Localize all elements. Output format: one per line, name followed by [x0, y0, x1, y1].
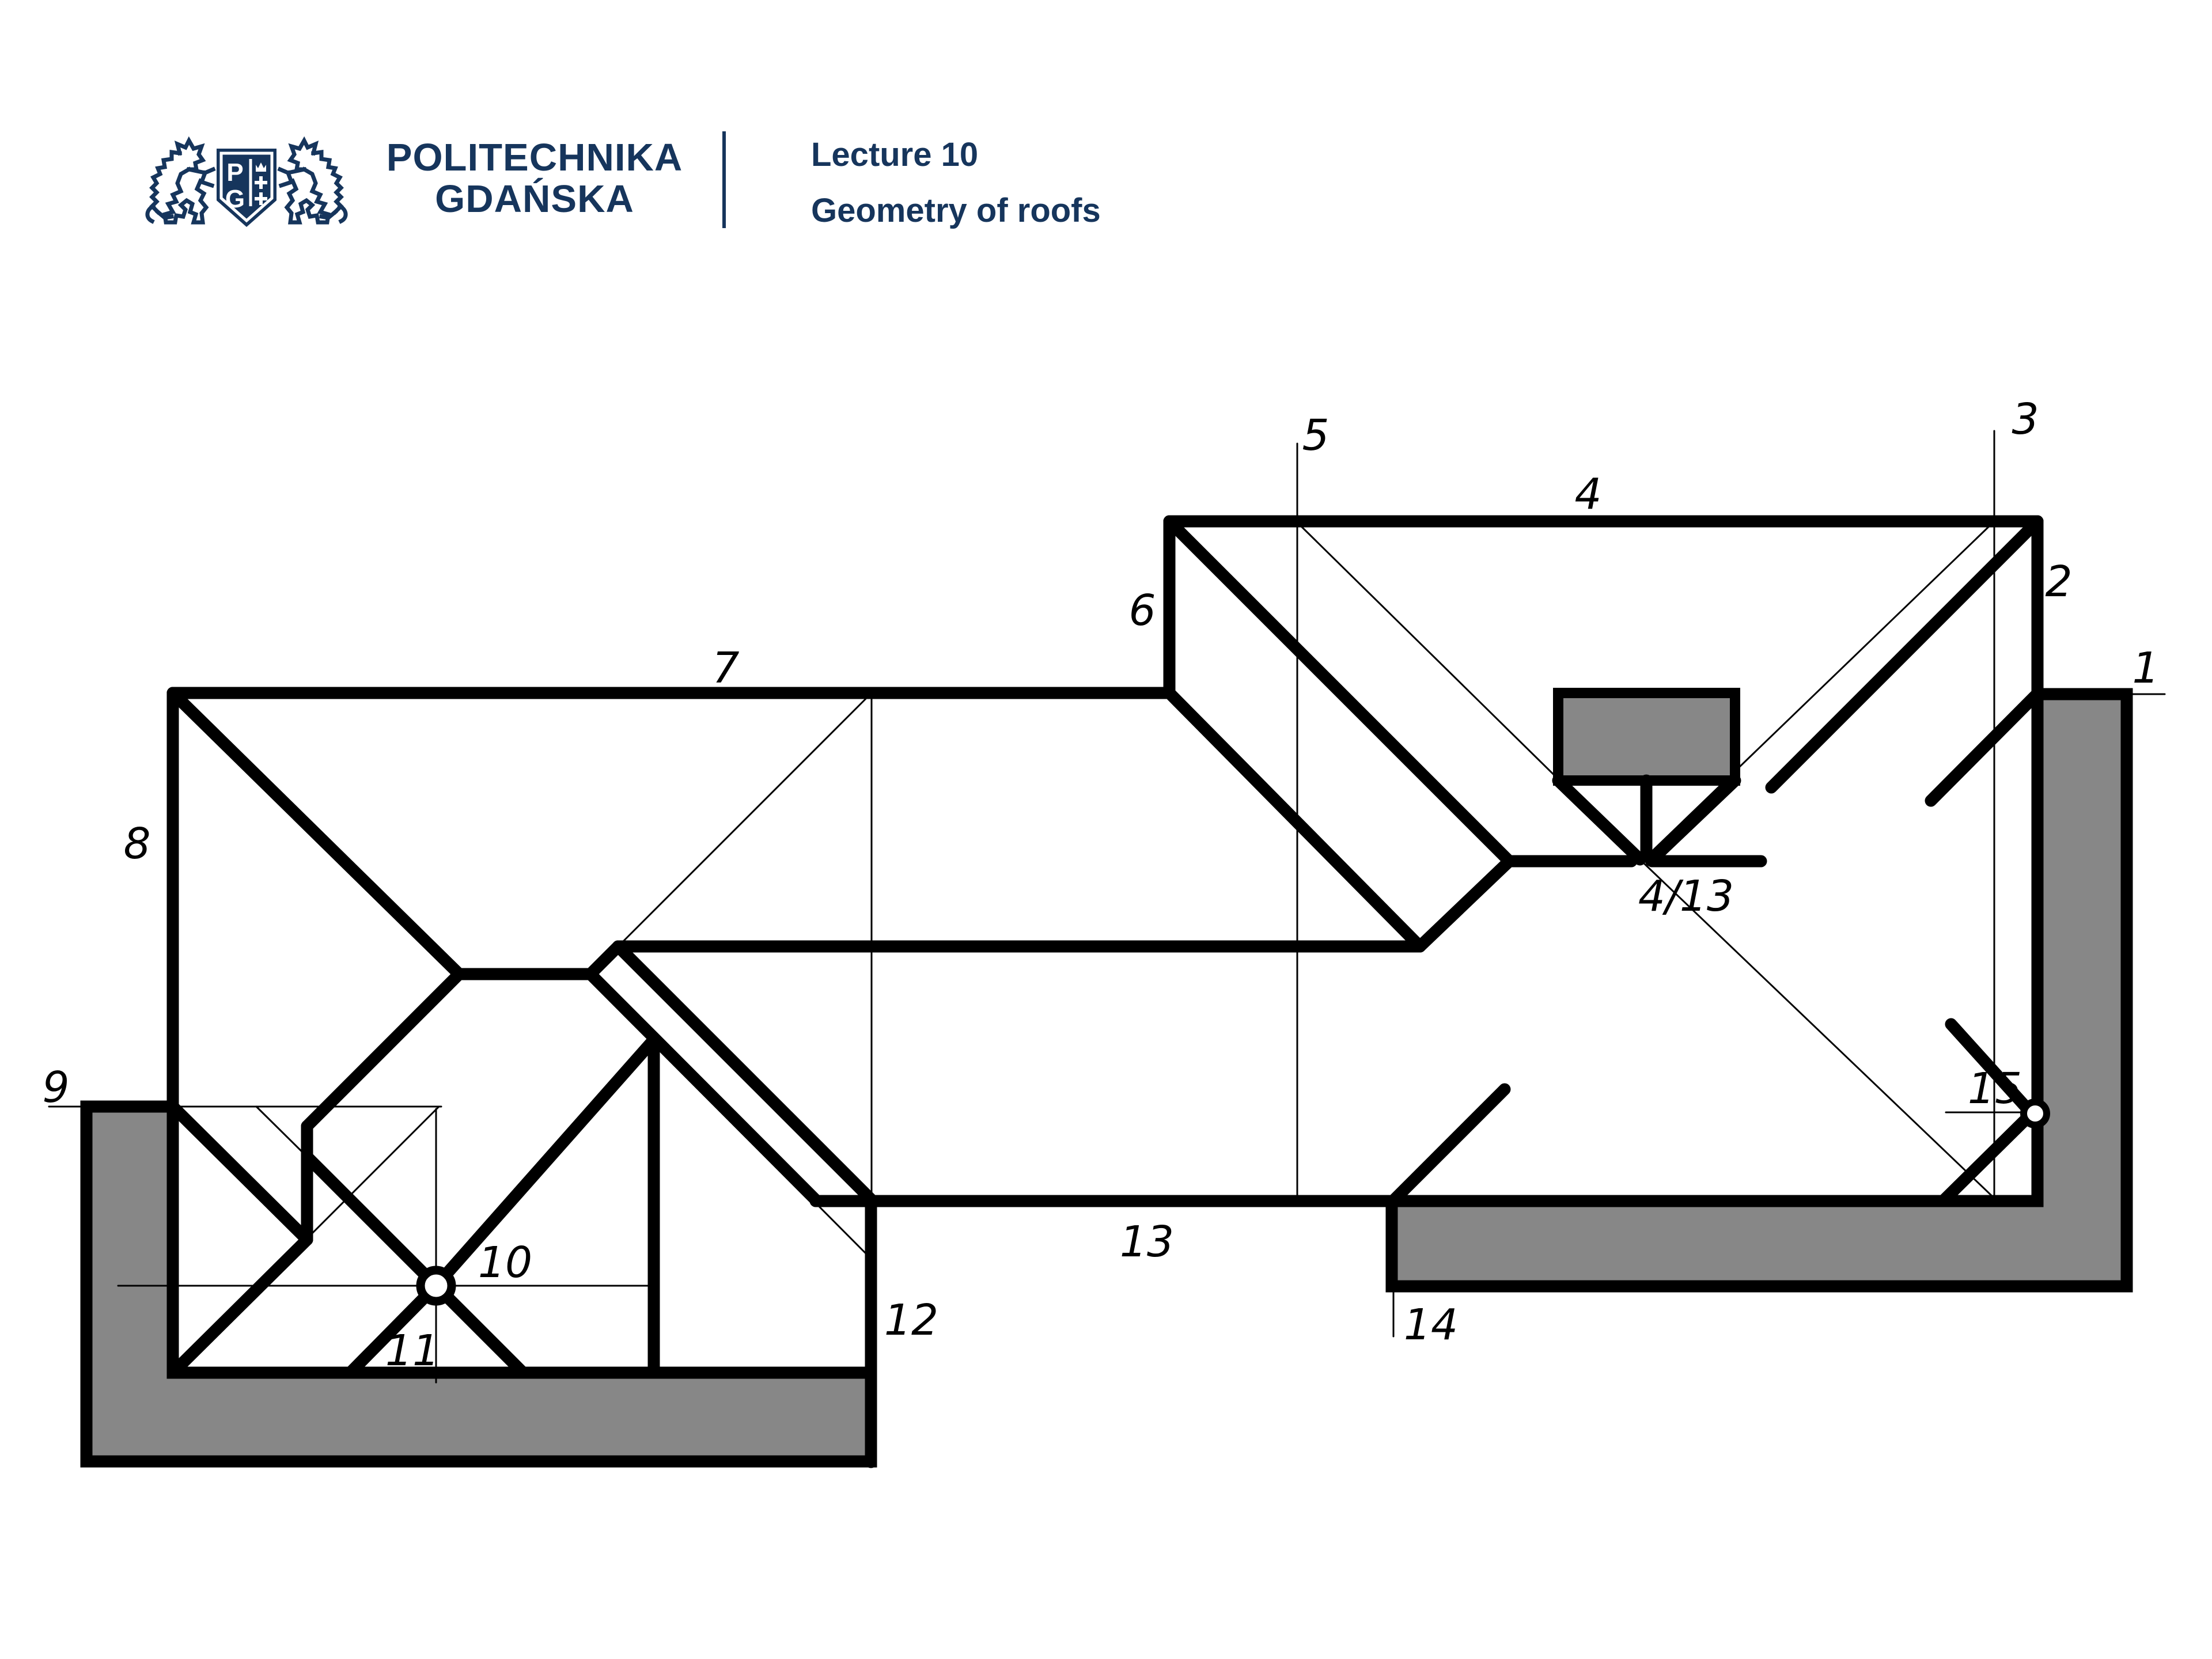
roof-label-4: 4 [1574, 469, 1601, 519]
hip-right-top-left [1163, 515, 1516, 868]
apex-diag-up-left [301, 1150, 442, 1292]
roof-label-11: 11 [385, 1326, 440, 1376]
valley-band-long [612, 940, 877, 1206]
hip-left-top [166, 687, 465, 980]
hip-right-top-right [1765, 515, 2044, 794]
roof-label-12: 12 [884, 1296, 938, 1345]
lion-right-icon [277, 136, 348, 225]
chimney-v-right [1645, 774, 1741, 867]
valley-annex-long [584, 968, 822, 1206]
university-logo: P G [145, 136, 348, 227]
roof-label-4-13: 4/13 [1638, 872, 1734, 921]
roof-label-13: 13 [1120, 1217, 1174, 1267]
lion-left-icon [145, 136, 216, 225]
roof-label-5: 5 [1302, 411, 1329, 460]
ridge-connector-left [584, 940, 624, 980]
ridge-connector-right [1414, 855, 1516, 953]
valley-short-right [1388, 1083, 1511, 1206]
junction-circle-15 [2020, 1099, 2050, 1128]
cross-icon [255, 176, 267, 205]
roof-label-7: 7 [712, 643, 739, 693]
annex-diagonal-b [255, 1105, 308, 1158]
header-separator [722, 131, 726, 228]
roof-label-14: 14 [1404, 1300, 1458, 1350]
roof-label-1: 1 [2132, 643, 2159, 693]
roof-label-10: 10 [478, 1238, 532, 1287]
hip-left-lower [301, 968, 465, 1132]
valley-segment-c [1937, 1107, 2038, 1207]
roof-label-6: 6 [1128, 586, 1156, 635]
university-name: POLITECHNIKA GDAŃSKA [373, 137, 696, 221]
shield-icon: P G [217, 149, 276, 227]
roof-label-9: 9 [42, 1063, 69, 1112]
junction-circle-main [416, 1266, 456, 1306]
crown-icon [256, 162, 266, 172]
chimney [1553, 688, 1740, 786]
annex-hip-upper [166, 1100, 313, 1246]
university-name-line2: GDAŃSKA [435, 177, 634, 221]
annex-hip-lower [166, 1233, 313, 1379]
roof-label-15: 15 [1968, 1064, 2022, 1113]
apex-diag-down-right [430, 1279, 529, 1379]
chimney-v-left [1552, 774, 1646, 866]
valley-segment-a [1925, 690, 2041, 807]
lecture-title: Lecture 10 [811, 136, 979, 173]
roof-label-3: 3 [2012, 395, 2039, 444]
diagonal-ridge-to-eaves [1642, 861, 1995, 1199]
roof-label-2: 2 [2045, 557, 2072, 607]
shield-monogram-p: P [226, 158, 243, 187]
shield-monogram-g: G [225, 185, 245, 213]
university-name-line1: POLITECHNIKA [386, 136, 683, 179]
lecture-block: Lecture 10 Geometry of roofs [811, 137, 1101, 229]
diagonal-step-to-ridge [617, 692, 873, 948]
apex-diag-up-right [430, 1033, 660, 1292]
diagonal-3-to-ridge [1642, 521, 1994, 861]
roof-label-8: 8 [123, 819, 150, 869]
lecture-subtitle: Geometry of roofs [811, 191, 1101, 229]
valley-step-6 [1163, 687, 1426, 953]
valley-segment-b [1945, 1018, 2038, 1120]
apex-diag-down-left [344, 1279, 442, 1379]
